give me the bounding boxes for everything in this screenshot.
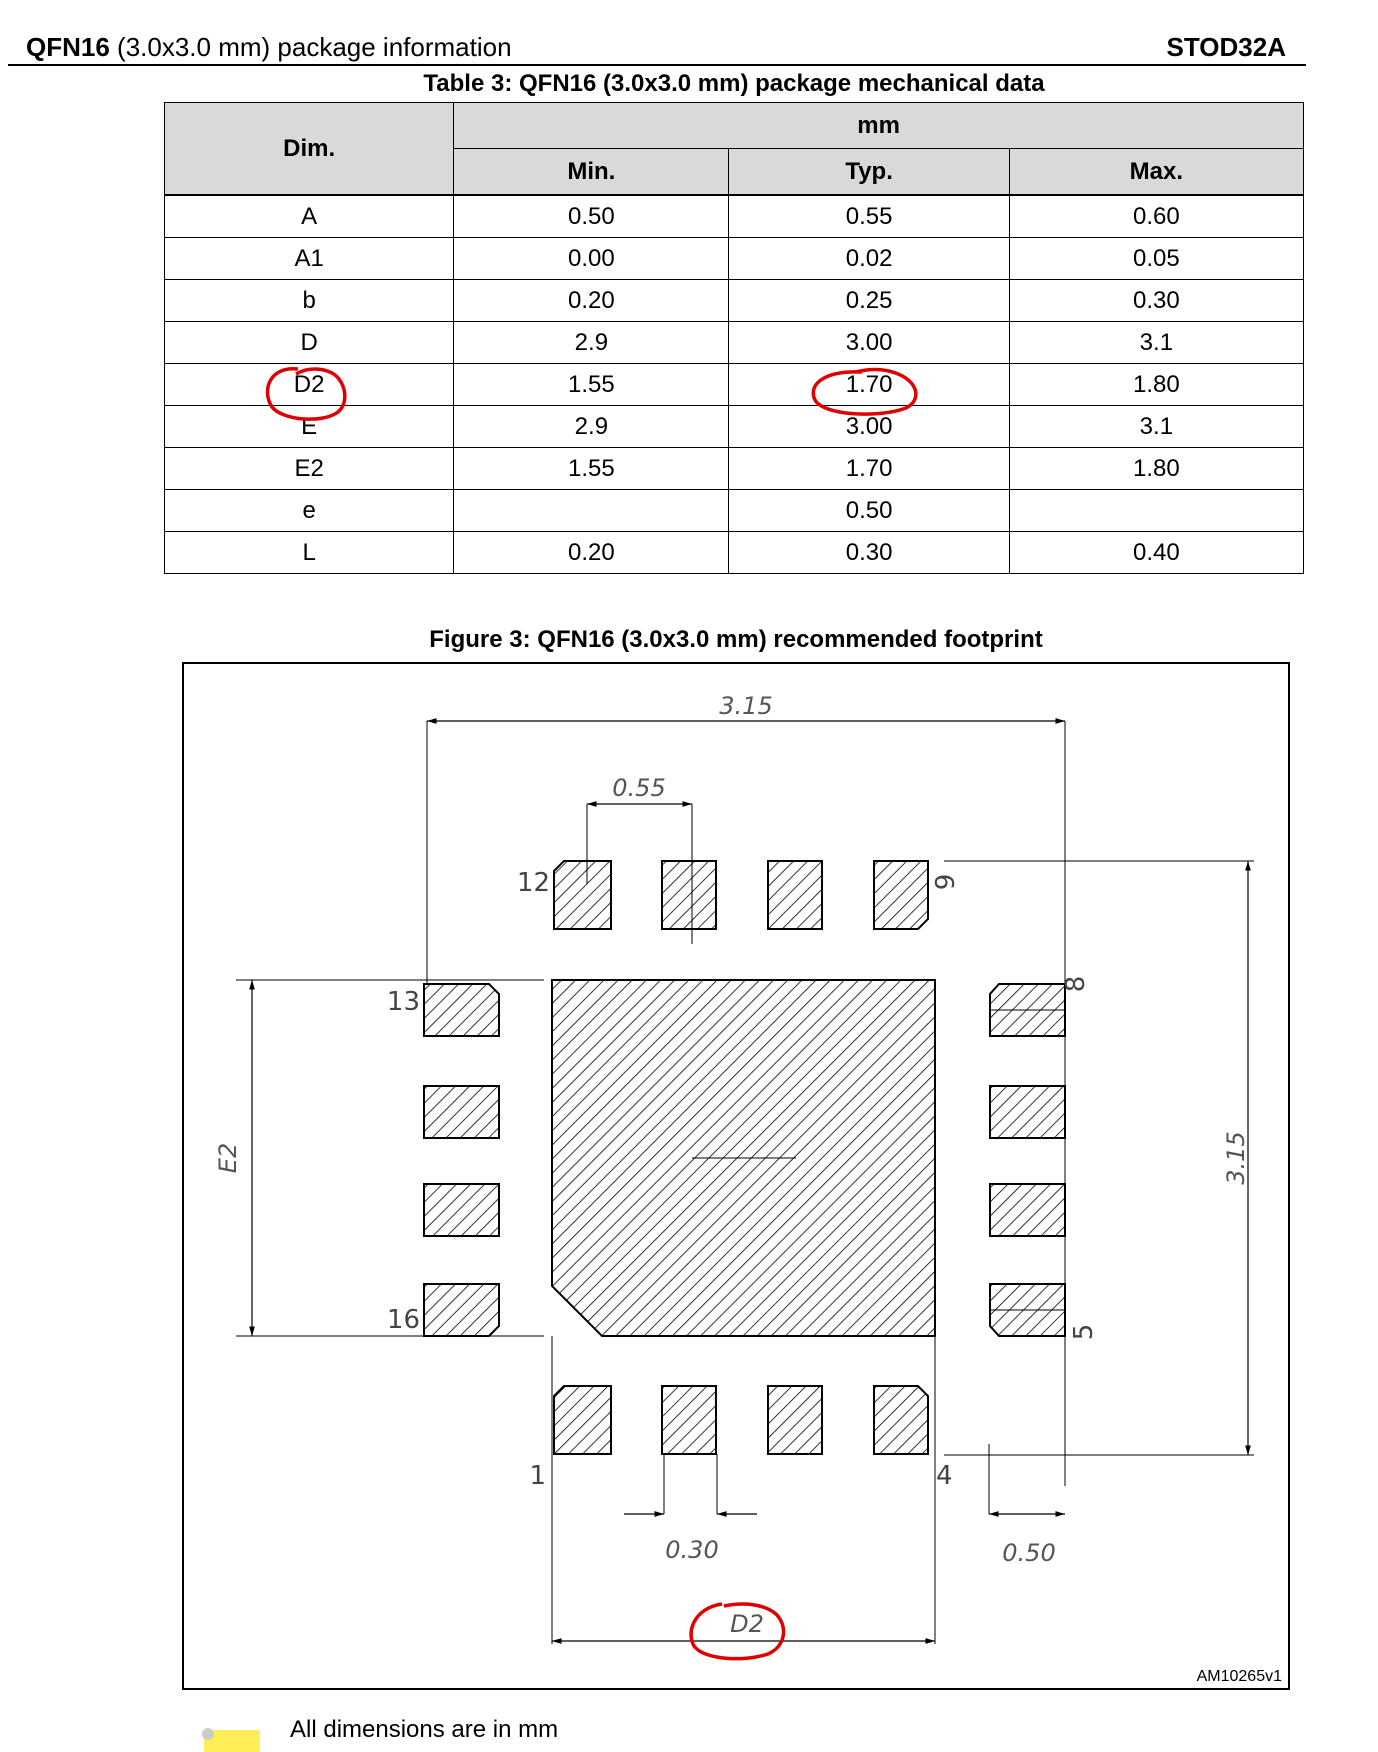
pad-2 [661,1385,717,1455]
cell-typ: 0.50 [728,489,1010,532]
figure-caption: Figure 3: QFN16 (3.0x3.0 mm) recommended… [429,626,1043,653]
cell-min: 0.20 [453,531,730,574]
pad-11 [661,860,717,930]
page-header: QFN16 (3.0x3.0 mm) package information S… [8,28,1306,66]
pad-13 [423,983,500,1037]
header-typ: Typ. [728,148,1010,196]
cell-typ: 3.00 [728,321,1010,364]
bottom-pads [553,1385,929,1455]
table-row: e 0.50 [163,489,1305,532]
left-pads [423,983,500,1337]
cell-max: 0.05 [1008,237,1305,280]
cell-max: 3.1 [1008,405,1305,448]
figure-id: AM10265v1 [1196,1668,1282,1685]
cell-typ: 1.70 [728,447,1010,490]
pad-3 [767,1385,823,1455]
table-caption: Table 3: QFN16 (3.0x3.0 mm) package mech… [423,70,1045,97]
cell-dim: D [163,321,455,364]
cell-min: 1.55 [453,447,730,490]
footprint-figure: 3.15 0.55 0.30 0.50 D2 E2 3.15 1 4 5 8 9… [182,662,1290,1690]
cell-min: 0.00 [453,237,730,280]
pad-12 [553,860,612,930]
note-icon [202,1728,260,1752]
pad-10 [767,860,823,930]
cell-dim: b [163,279,455,322]
cell-max: 0.30 [1008,279,1305,322]
pin-label-1: 1 [529,1461,546,1491]
pin-label-8: 8 [1061,976,1091,993]
dimension-lines [249,718,1251,1644]
pin-label-9: 9 [931,874,961,891]
cell-typ: 0.02 [728,237,1010,280]
dim-total-width: 3.15 [719,692,772,720]
cell-typ: 0.55 [728,194,1010,238]
cell-min [453,489,730,532]
cell-dim: L [163,531,455,574]
dim-pad-width: 0.30 [665,1536,718,1564]
header-min: Min. [453,148,730,196]
dim-d2: D2 [730,1610,764,1638]
section-title: QFN16 (3.0x3.0 mm) package information [26,32,512,63]
top-pads [553,860,929,930]
cell-max: 1.80 [1008,363,1305,406]
cell-max: 0.60 [1008,194,1305,238]
pad-16 [423,1283,500,1337]
header-unit: mm [453,102,1304,149]
pin-label-12: 12 [517,868,550,898]
pad-15 [423,1183,500,1237]
cell-dim: E2 [163,447,455,490]
table-annotations [265,367,918,421]
cell-max: 1.80 [1008,447,1305,490]
package-name: QFN16 [26,32,110,62]
cell-dim: A1 [163,237,455,280]
cell-typ: 0.25 [728,279,1010,322]
highlight-circle-d2-typ [811,367,918,416]
dim-e2: E2 [214,1143,242,1173]
cell-typ: 1.70 [728,363,1010,406]
dim-pad-pitch: 0.55 [612,774,665,802]
note-text: All dimensions are in mm [290,1716,559,1743]
pad-9 [873,860,929,930]
footprint-drawing: 3.15 0.55 0.30 0.50 D2 E2 3.15 1 4 5 8 9… [214,692,1254,1661]
highlight-circle-d2-figure [689,1602,786,1661]
cell-typ: 0.30 [728,531,1010,574]
cell-min: 0.50 [453,194,730,238]
pad-7 [989,1085,1066,1139]
right-pads [989,983,1066,1337]
part-number: STOD32A [1166,32,1286,62]
header-dim: Dim. [163,102,455,196]
dim-total-height: 3.15 [1222,1131,1250,1184]
pin-label-4: 4 [936,1461,953,1491]
pin-label-13: 13 [387,987,420,1017]
pad-1 [553,1385,612,1455]
pin-label-5: 5 [1069,1324,1099,1341]
pad-4 [873,1385,929,1455]
cell-dim: E [163,405,455,448]
pad-14 [423,1085,500,1139]
section-title-rest: (3.0x3.0 mm) package information [109,32,512,62]
cell-max: 0.40 [1008,531,1305,574]
pad-6 [989,1183,1066,1237]
cell-min: 0.20 [453,279,730,322]
cell-min: 2.9 [453,321,730,364]
header-max: Max. [1008,148,1305,196]
highlight-circle-d2-label [265,367,347,421]
pin-label-16: 16 [387,1305,420,1335]
cell-dim: e [163,489,455,532]
dim-pad-length: 0.50 [1002,1539,1055,1567]
